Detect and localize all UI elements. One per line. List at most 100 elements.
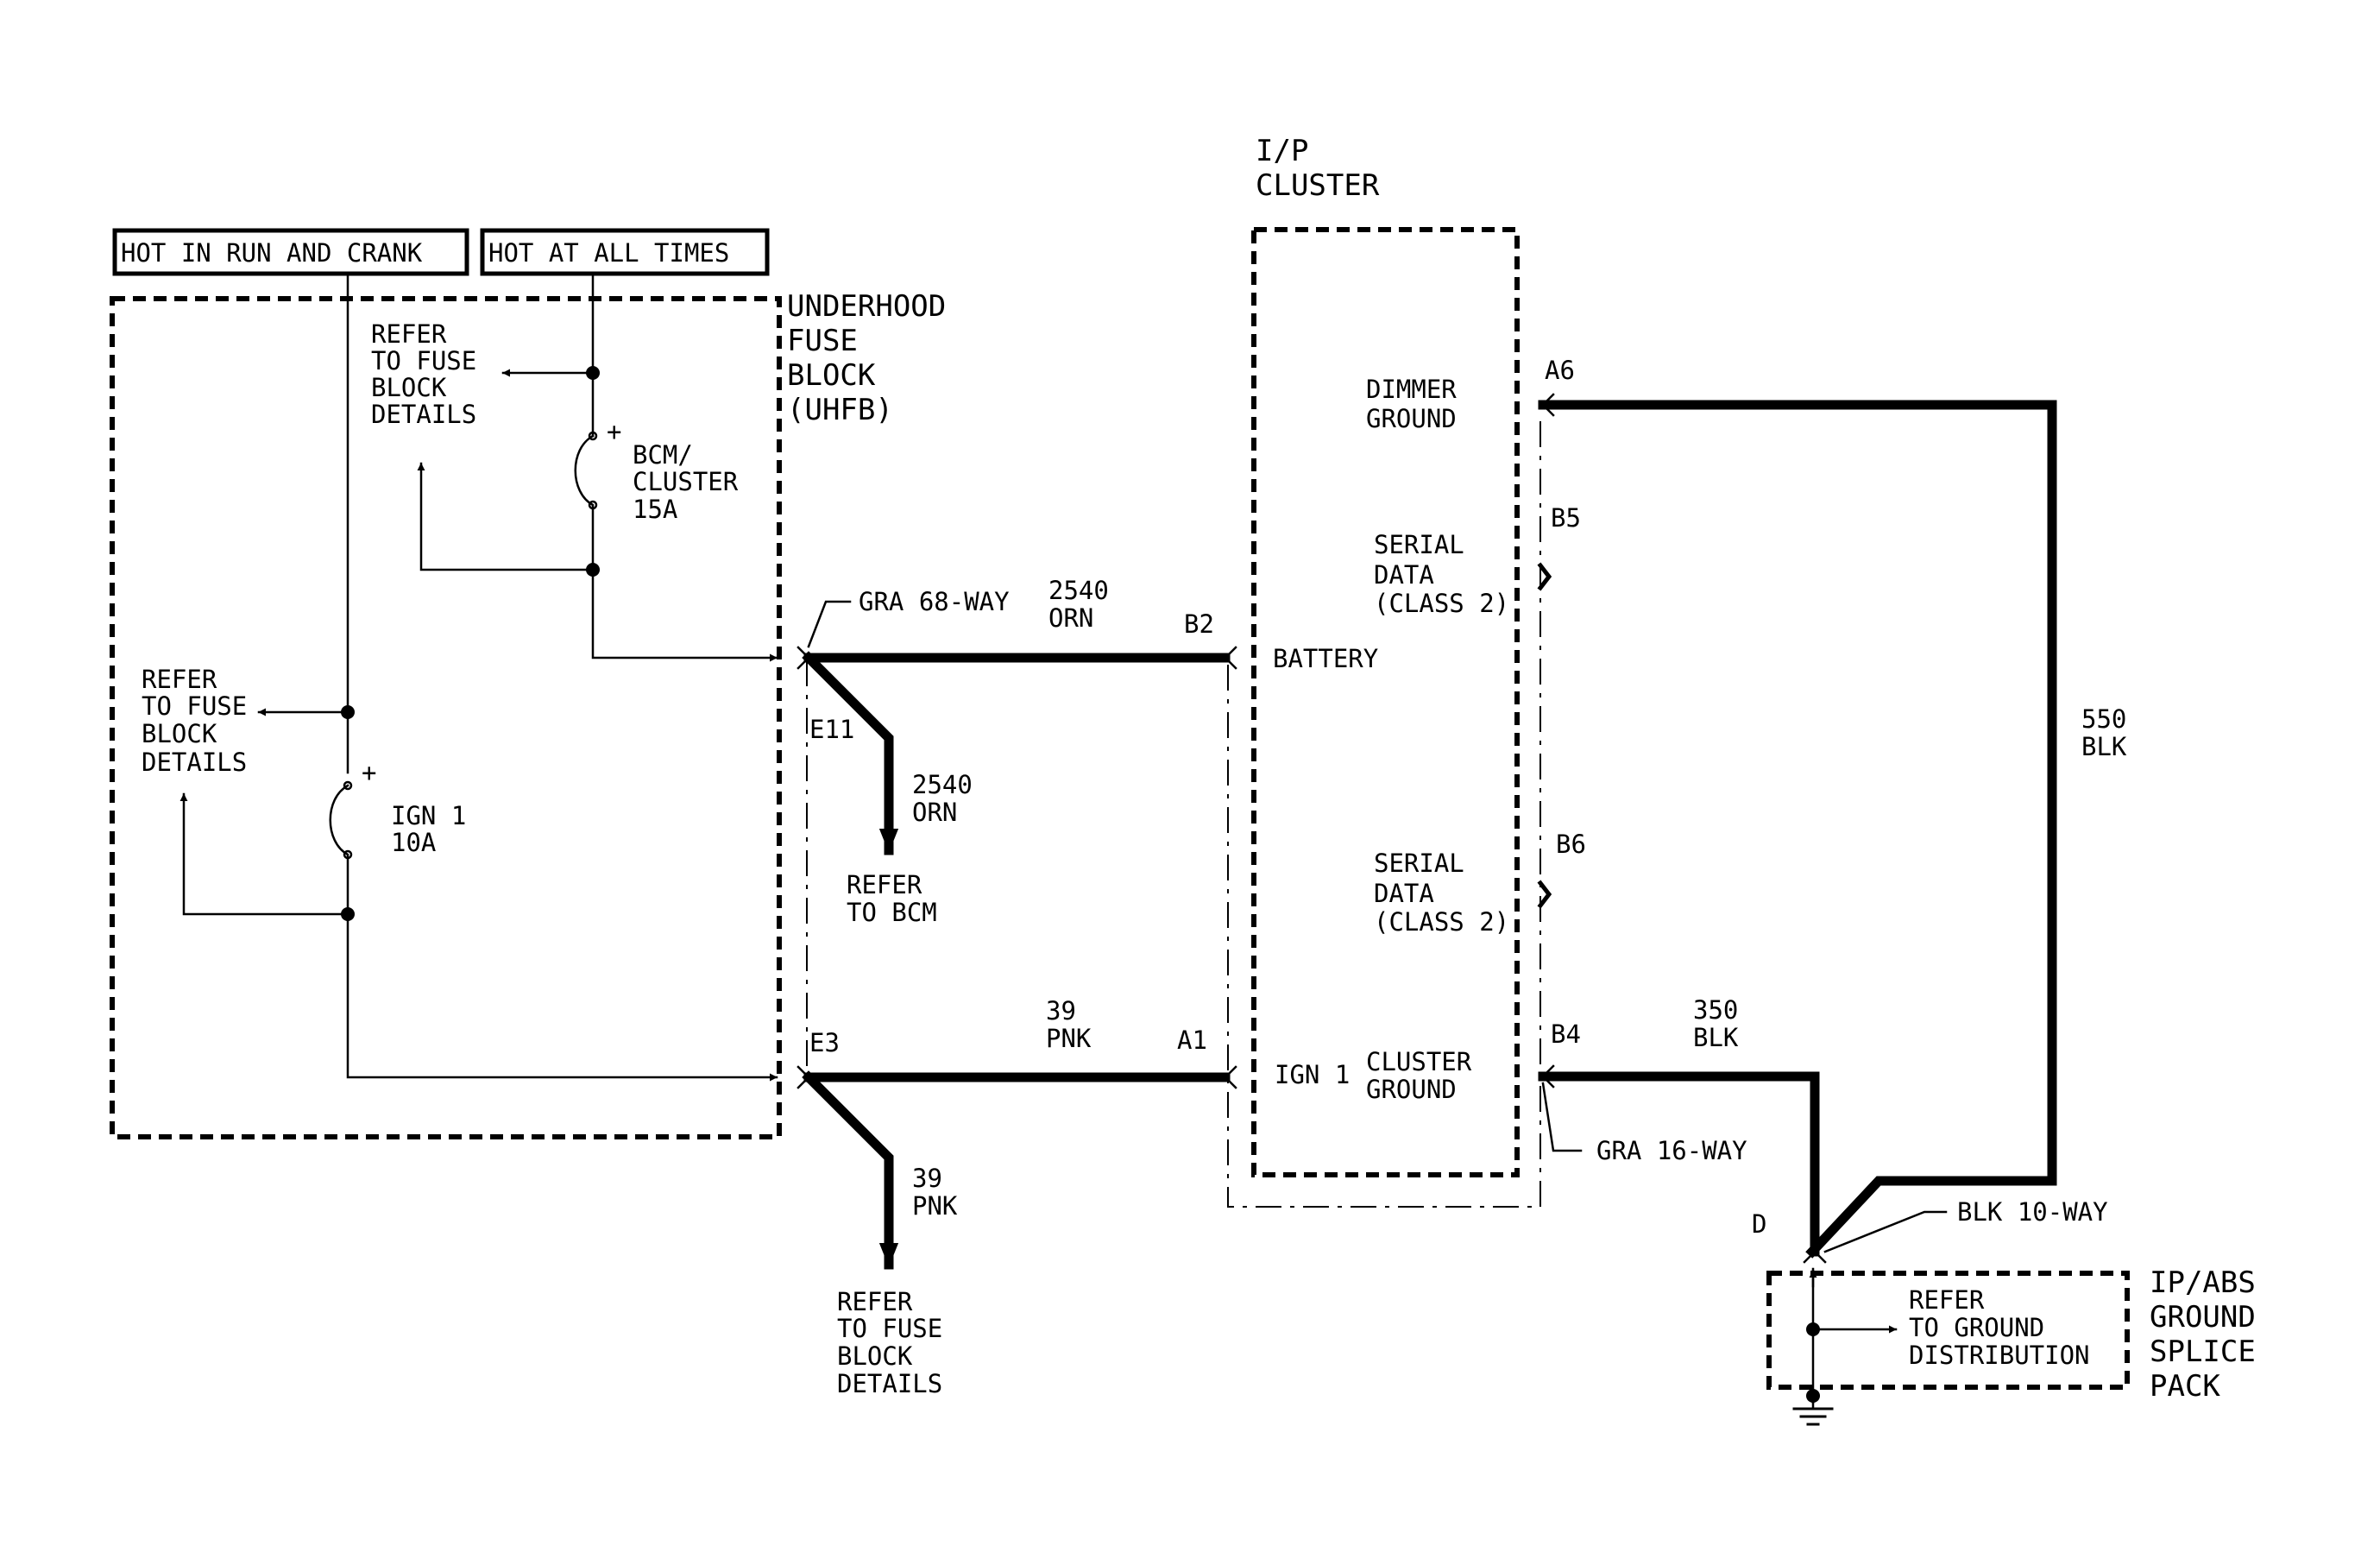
refer-bcm-label: REFER TO BCM [847, 870, 937, 927]
pin-b2-label: B2 [1184, 609, 1214, 639]
svg-text:350: 350 [1693, 995, 1738, 1025]
pin-b4-label: B4 [1551, 1019, 1581, 1049]
fuse-plus-sign: + [362, 758, 376, 787]
svg-text:REFER: REFER [142, 665, 217, 694]
svg-text:BLOCK: BLOCK [837, 1341, 913, 1371]
pin-d-label: D [1752, 1209, 1766, 1239]
svg-text:550: 550 [2081, 704, 2126, 734]
svg-text:DETAILS: DETAILS [142, 748, 247, 777]
hot-all-times-box: HOT AT ALL TIMES [480, 228, 770, 276]
svg-text:UNDERHOOD: UNDERHOOD [787, 289, 946, 324]
svg-text:DETAILS: DETAILS [371, 400, 476, 429]
svg-text:DETAILS: DETAILS [837, 1369, 942, 1398]
splice-pack-label: IP/ABS GROUND SPLICE PACK [2150, 1265, 2256, 1404]
pin-b5-terminal [1537, 562, 1552, 591]
uhfb-outline [110, 296, 782, 1139]
pin-b4-terminal [1541, 1064, 1555, 1089]
svg-text:HOT IN RUN AND CRANK: HOT IN RUN AND CRANK [121, 238, 423, 268]
svg-text:GROUND: GROUND [2150, 1300, 2256, 1335]
wire-350-blk [1538, 1071, 1820, 1257]
gra16-leader [1541, 1082, 1583, 1152]
svg-text:REFER: REFER [371, 319, 447, 349]
svg-text:REFER: REFER [847, 870, 922, 899]
fuse-bcm-cluster-symbol [574, 434, 595, 571]
cluster-ground-label: CLUSTER GROUND [1366, 1047, 1472, 1104]
serial-data-1-label: SERIAL DATA (CLASS 2) [1374, 530, 1509, 618]
svg-text:DATA: DATA [1374, 560, 1434, 590]
svg-text:PNK: PNK [912, 1191, 958, 1221]
fuse-detail-up-arrow [179, 792, 349, 916]
svg-text:SERIAL: SERIAL [1374, 530, 1464, 559]
ign-fuse-out-wire [346, 912, 778, 1082]
connector-d-terminal [1803, 1250, 1827, 1264]
svg-text:(CLASS 2): (CLASS 2) [1374, 907, 1509, 937]
svg-text:BLOCK: BLOCK [142, 719, 217, 748]
svg-text:DISTRIBUTION: DISTRIBUTION [1909, 1341, 2090, 1370]
fuse-terminal [343, 849, 353, 860]
fuse-plus-sign: + [607, 417, 621, 446]
blk10-label: BLK 10-WAY [1957, 1197, 2108, 1227]
svg-text:SPLICE: SPLICE [2150, 1335, 2256, 1369]
refer-fuse-top-label: REFER TO FUSE BLOCK DETAILS [371, 319, 476, 429]
serial-data-2-label: SERIAL DATA (CLASS 2) [1374, 849, 1509, 937]
svg-text:CLUSTER: CLUSTER [633, 467, 739, 496]
svg-text:TO FUSE: TO FUSE [142, 691, 247, 721]
svg-text:TO BCM: TO BCM [847, 898, 937, 927]
svg-text:GROUND: GROUND [1366, 1075, 1457, 1104]
ip-cluster-label: I/P CLUSTER [1256, 134, 1380, 203]
svg-text:TO FUSE: TO FUSE [837, 1314, 942, 1343]
ign1-label: IGN 1 [1275, 1060, 1350, 1089]
svg-text:DIMMER: DIMMER [1366, 375, 1457, 404]
svg-text:39: 39 [1046, 996, 1076, 1025]
svg-text:BLOCK: BLOCK [787, 358, 876, 393]
ip-cluster-outline [1251, 227, 1520, 1177]
svg-text:BLOCK: BLOCK [371, 373, 447, 402]
wire-550-blk [1538, 400, 2057, 1259]
battery-label: BATTERY [1273, 644, 1378, 673]
splice-pack-outline [1766, 1271, 2130, 1390]
hot-run-crank-box: HOT IN RUN AND CRANK [112, 228, 469, 276]
pin-a1-label: A1 [1177, 1025, 1207, 1055]
svg-text:BCM/: BCM/ [633, 440, 693, 470]
fuse-bcm-label: BCM/ CLUSTER 15A [633, 440, 739, 524]
pin-e11-label: E11 [809, 715, 854, 744]
pin-a6-terminal [1541, 393, 1555, 417]
svg-text:SERIAL: SERIAL [1374, 849, 1464, 878]
wire-2540-top-label: 2540 ORN [1048, 576, 1109, 633]
svg-text:DATA: DATA [1374, 879, 1434, 908]
svg-text:10A: 10A [391, 828, 436, 857]
svg-text:IGN 1: IGN 1 [391, 801, 466, 830]
svg-text:TO FUSE: TO FUSE [371, 346, 476, 375]
svg-text:ORN: ORN [912, 798, 957, 827]
svg-text:CLUSTER: CLUSTER [1256, 168, 1380, 203]
svg-text:ORN: ORN [1048, 603, 1093, 633]
svg-text:HOT AT ALL TIMES: HOT AT ALL TIMES [488, 238, 729, 268]
svg-text:FUSE: FUSE [787, 324, 858, 358]
connector-a1-terminal [1224, 1065, 1237, 1089]
svg-text:PACK: PACK [2150, 1369, 2220, 1404]
svg-text:PNK: PNK [1046, 1024, 1092, 1053]
wire-550-label: 550 BLK [2081, 704, 2127, 761]
fuse-terminal [588, 431, 598, 441]
svg-text:2540: 2540 [1048, 576, 1109, 605]
bcm-fuse-out-wire [591, 568, 778, 662]
svg-text:TO GROUND: TO GROUND [1909, 1313, 2044, 1342]
svg-text:REFER: REFER [1909, 1285, 1985, 1315]
refer-fuse-left-label: REFER TO FUSE BLOCK DETAILS [142, 665, 247, 777]
svg-text:REFER: REFER [837, 1287, 913, 1316]
fuse-terminal [343, 780, 353, 791]
pin-b5-label: B5 [1551, 503, 1581, 533]
pin-a6-label: A6 [1545, 356, 1575, 385]
svg-text:(UHFB): (UHFB) [787, 393, 893, 427]
wire-39-down-label: 39 PNK [912, 1164, 958, 1221]
dimmer-ground-label: DIMMER GROUND [1366, 375, 1457, 433]
svg-text:GROUND: GROUND [1366, 404, 1457, 433]
fuse-terminal [588, 500, 598, 510]
wire-350-label: 350 BLK [1693, 995, 1739, 1052]
fuse-ign1-symbol [329, 784, 349, 916]
svg-text:15A: 15A [633, 495, 677, 524]
svg-text:I/P: I/P [1256, 134, 1308, 168]
refer-ground-label: REFER TO GROUND DISTRIBUTION [1909, 1285, 2090, 1370]
wire-39-top-label: 39 PNK [1046, 996, 1092, 1053]
